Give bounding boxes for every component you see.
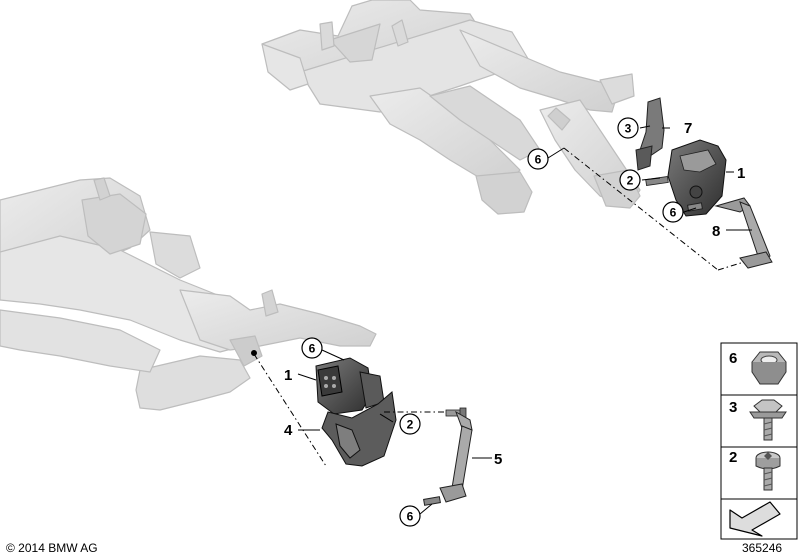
diagram-reference-number: 365246 [742,541,783,555]
rear-leader-lines [547,125,752,271]
svg-text:5: 5 [494,451,502,468]
callout-front-6-lower: 6 [399,505,421,527]
svg-text:3: 3 [625,122,632,136]
svg-text:6: 6 [309,342,316,356]
legend-item-nut: 6 [720,342,798,396]
callout-front-4: 4 [284,422,293,439]
hex-bolt-icon [749,399,787,441]
svg-text:8: 8 [712,223,720,240]
rear-height-sensor [667,139,727,217]
svg-text:1: 1 [284,367,292,384]
svg-text:6: 6 [729,350,737,367]
svg-text:2: 2 [627,174,634,188]
callout-rear-1: 1 [737,165,745,182]
legend-item-direction [720,498,798,540]
callout-rear-7: 7 [684,120,692,137]
callout-front-5: 5 [494,451,502,468]
legend-item-hex-bolt: 3 [720,394,798,448]
legend-panel: 6 3 2 [720,342,798,540]
legend-item-torx-bolt: 2 [720,446,798,500]
nut-icon [751,351,787,385]
front-bracket [321,391,397,467]
svg-text:3: 3 [729,399,737,416]
callout-rear-6-upper: 6 [527,148,549,170]
direction-arrow-icon [729,501,781,537]
svg-text:4: 4 [284,422,293,439]
torx-bolt-icon [755,451,781,491]
callout-rear-2: 2 [619,169,641,191]
front-height-sensor [315,357,385,415]
rear-subframe-illustration [261,0,641,215]
svg-text:1: 1 [737,165,745,182]
rear-coupling-rod [687,197,773,269]
svg-text:2: 2 [407,418,414,432]
svg-text:2: 2 [729,449,737,466]
front-coupling-rod [423,410,473,506]
svg-text:7: 7 [684,120,692,137]
callout-front-1: 1 [284,367,292,384]
svg-text:6: 6 [407,510,414,524]
svg-text:6: 6 [670,206,677,220]
rear-bracket [635,97,665,171]
copyright-notice: © 2014 BMW AG [6,541,98,555]
callout-rear-6-lower: 6 [662,201,684,223]
front-leader-lines [251,349,492,515]
callout-rear-8: 8 [712,223,720,240]
svg-text:6: 6 [535,153,542,167]
callout-rear-3: 3 [617,117,639,139]
front-subframe-illustration [0,177,377,411]
callout-front-6-upper: 6 [301,337,323,359]
callout-front-2: 2 [399,413,421,435]
